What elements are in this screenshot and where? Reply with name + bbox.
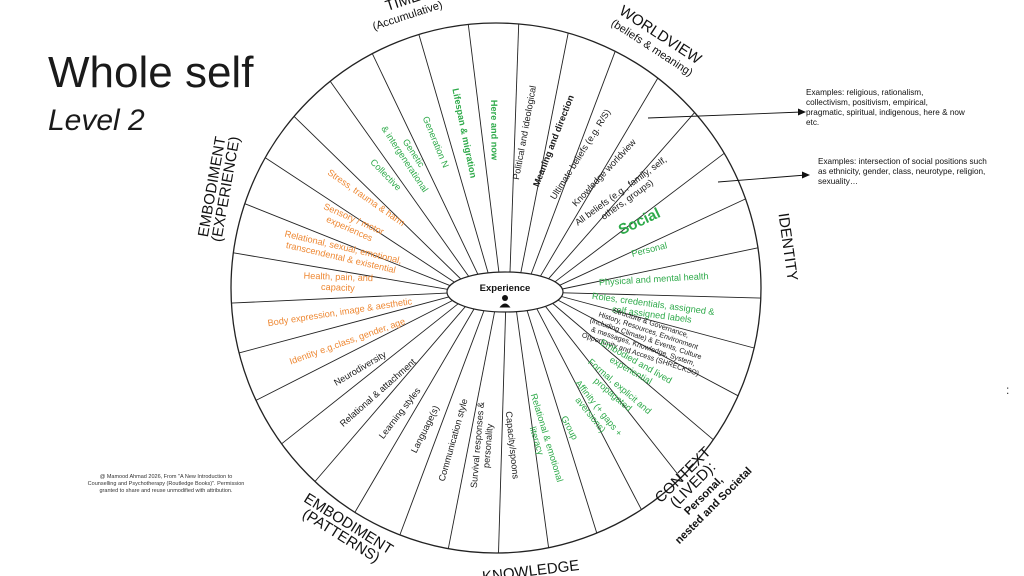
copyright-notice: @ Mamood Ahmad 2026, From "A New Introdu…: [87, 474, 245, 494]
segment-label: Survival responses &personality: [469, 402, 497, 490]
segment-divider: [354, 308, 475, 513]
identity-arrow: [717, 174, 807, 183]
segment-divider: [329, 81, 470, 277]
segment-label: Group: [559, 414, 580, 441]
segment-label: Social: [616, 205, 663, 239]
segment-divider: [399, 310, 485, 536]
category-label-line: IDENTITY: [774, 212, 800, 282]
segment-label-line: personality: [481, 423, 495, 469]
segment-divider: [520, 32, 569, 273]
category-label: IDENTITY: [774, 212, 800, 282]
segment-label: Health, pain, andcapacity: [303, 271, 373, 294]
segment-label-line: Personal: [630, 240, 668, 259]
category-label: EMBODIMENT(PATTERNS): [293, 490, 396, 570]
category-label: EMBODIMENT(EXPERIENCE): [195, 133, 244, 243]
segment-divider: [554, 152, 725, 283]
segment-divider: [536, 308, 642, 510]
center-ellipse: [446, 271, 564, 313]
segment-divider: [562, 292, 761, 299]
segment-divider: [255, 300, 453, 401]
segment-divider: [540, 77, 659, 277]
segment-label-line: Collective: [368, 157, 403, 193]
segment-divider: [562, 247, 758, 290]
segment-divider: [281, 303, 459, 445]
stray-mark: :: [1006, 383, 1010, 397]
segment-divider: [447, 311, 496, 549]
category-label: TIME(Accumulative): [366, 0, 444, 33]
segment-label-line: Communication style: [437, 398, 470, 483]
worldview-arrow: [647, 111, 803, 119]
segment-divider: [509, 23, 520, 273]
category-label: KNOWLEDGE: [481, 557, 580, 576]
category-label-line: KNOWLEDGE: [481, 557, 580, 576]
segment-divider: [244, 203, 451, 287]
segment-divider: [293, 116, 462, 280]
segment-label-line: Lifespan & migration: [450, 87, 478, 179]
worldview-examples-note: Examples: religious, rationalism, collec…: [806, 88, 965, 127]
segment-divider: [516, 311, 550, 548]
page-subtitle: Level 2: [48, 104, 145, 137]
segment-divider: [467, 24, 500, 273]
segment-label: Personal: [630, 240, 668, 259]
segment-divider: [526, 310, 598, 534]
person-icon: [499, 295, 511, 308]
page-title: Whole self: [48, 48, 254, 97]
identity-examples-note: Examples: intersection of social positio…: [818, 157, 987, 186]
segment-divider: [418, 34, 489, 274]
segment-divider: [314, 306, 466, 482]
outer-ring: [230, 22, 762, 554]
segment-label-line: Capacity/spoons: [504, 411, 521, 480]
category-label: WORLDVIEW(beliefs & meaning): [609, 2, 705, 79]
segment-divider: [231, 292, 448, 304]
segment-label: Capacity/spoons: [504, 411, 521, 480]
segment-dividers: [231, 23, 761, 554]
segment-divider: [238, 296, 449, 354]
note-arrows: [647, 108, 810, 183]
segment-divider: [530, 51, 616, 275]
segment-divider: [557, 299, 739, 397]
segment-label: Collective: [368, 157, 403, 193]
segment-divider: [371, 53, 479, 275]
segment-label: Relational & emotionalliteracy: [519, 392, 565, 486]
segment-label: Communication style: [437, 398, 470, 483]
segment-label: Physical and mental health: [599, 271, 709, 287]
segment-divider: [233, 252, 448, 290]
segment-divider: [559, 198, 746, 286]
segment-label-line: Health, pain, and: [303, 271, 373, 284]
segment-label-line: Group: [559, 414, 580, 441]
segment-divider: [561, 296, 755, 349]
segment-label-line: capacity: [321, 282, 355, 293]
segment-divider: [498, 311, 507, 554]
segment-divider: [552, 303, 714, 441]
worldview-arrowhead: [798, 108, 806, 116]
identity-arrowhead: [802, 171, 810, 179]
center-label: Experience: [480, 283, 531, 294]
segment-divider: [545, 306, 682, 479]
segment-divider: [548, 112, 695, 280]
segment-label: Here and now: [489, 100, 500, 161]
segment-label-line: Physical and mental health: [599, 271, 709, 287]
category-label: CONTEXT(LIVED):Personal,nested and Socie…: [641, 433, 755, 547]
segment-label-line: Social: [616, 205, 663, 239]
segment-label: Lifespan & migration: [450, 87, 478, 179]
center-hub: Experience: [446, 271, 564, 313]
segment-divider: [265, 157, 455, 283]
segment-label-line: Here and now: [489, 100, 500, 161]
